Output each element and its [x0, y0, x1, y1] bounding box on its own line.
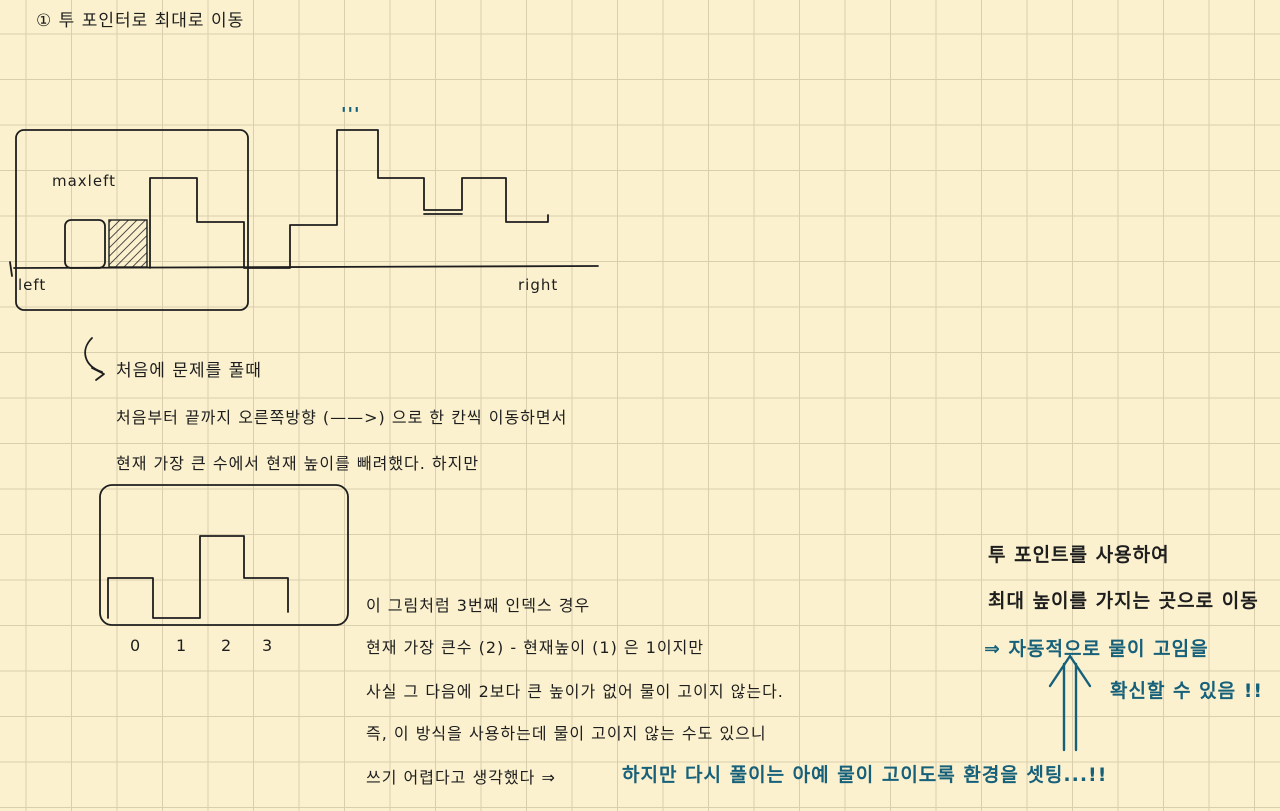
label-maxleft: maxleft: [52, 172, 116, 190]
example-figure: [99, 484, 349, 626]
up-arrow: [1048, 654, 1092, 752]
label-right: right: [518, 276, 559, 294]
side-note-line-1: 투 포인트를 사용하여: [988, 544, 1170, 566]
note-title: 처음에 문제를 풀때: [116, 361, 262, 381]
example-line-5: 쓰기 어렵다고 생각했다 ⇒: [366, 768, 556, 787]
example-line-1: 이 그림처럼 3번째 인덱스 경우: [366, 596, 591, 615]
example-bars: [107, 535, 289, 619]
x-label-0: 0: [130, 636, 142, 655]
x-label-1: 1: [176, 636, 188, 655]
top-mark: ''': [341, 104, 361, 125]
note-line-2: 현재 가장 큰 수에서 현재 높이를 빼려했다. 하지만: [116, 454, 480, 473]
example-line-5-highlight: 하지만 다시 풀이는 아예 물이 고이도록 환경을 셋팅...!!: [622, 764, 1108, 786]
side-note-line-2: 최대 높이를 가지는 곳으로 이동: [988, 590, 1259, 612]
curved-arrow: [84, 337, 103, 373]
elevation-figure: [9, 129, 599, 311]
label-left: left: [18, 276, 47, 294]
highlight-box: [15, 129, 249, 311]
x-label-2: 2: [221, 636, 233, 655]
arrow-head: [91, 367, 105, 381]
skyline-bars: [149, 129, 549, 269]
example-line-4: 즉, 이 방식을 사용하는데 물이 고이지 않는 수도 있으니: [366, 724, 767, 743]
side-note-line-3: ⇒ 자동적으로 물이 고임을: [984, 638, 1209, 660]
x-label-3: 3: [262, 636, 274, 655]
note-line-1: 처음부터 끝까지 오른쪽방향 (——>) 으로 한 칸씩 이동하면서: [116, 408, 568, 427]
page-heading: ① 투 포인터로 최대로 이동: [36, 11, 245, 31]
water-hatch: [108, 219, 148, 268]
example-box: [99, 484, 349, 626]
example-line-3: 사실 그 다음에 2보다 큰 높이가 없어 물이 고이지 않는다.: [366, 682, 784, 701]
bar-maxleft: [64, 219, 106, 269]
example-line-2: 현재 가장 큰수 (2) - 현재높이 (1) 은 1이지만: [366, 638, 705, 657]
left-tick: [9, 261, 13, 277]
side-note-line-4: 확신할 수 있음 !!: [1110, 680, 1264, 702]
